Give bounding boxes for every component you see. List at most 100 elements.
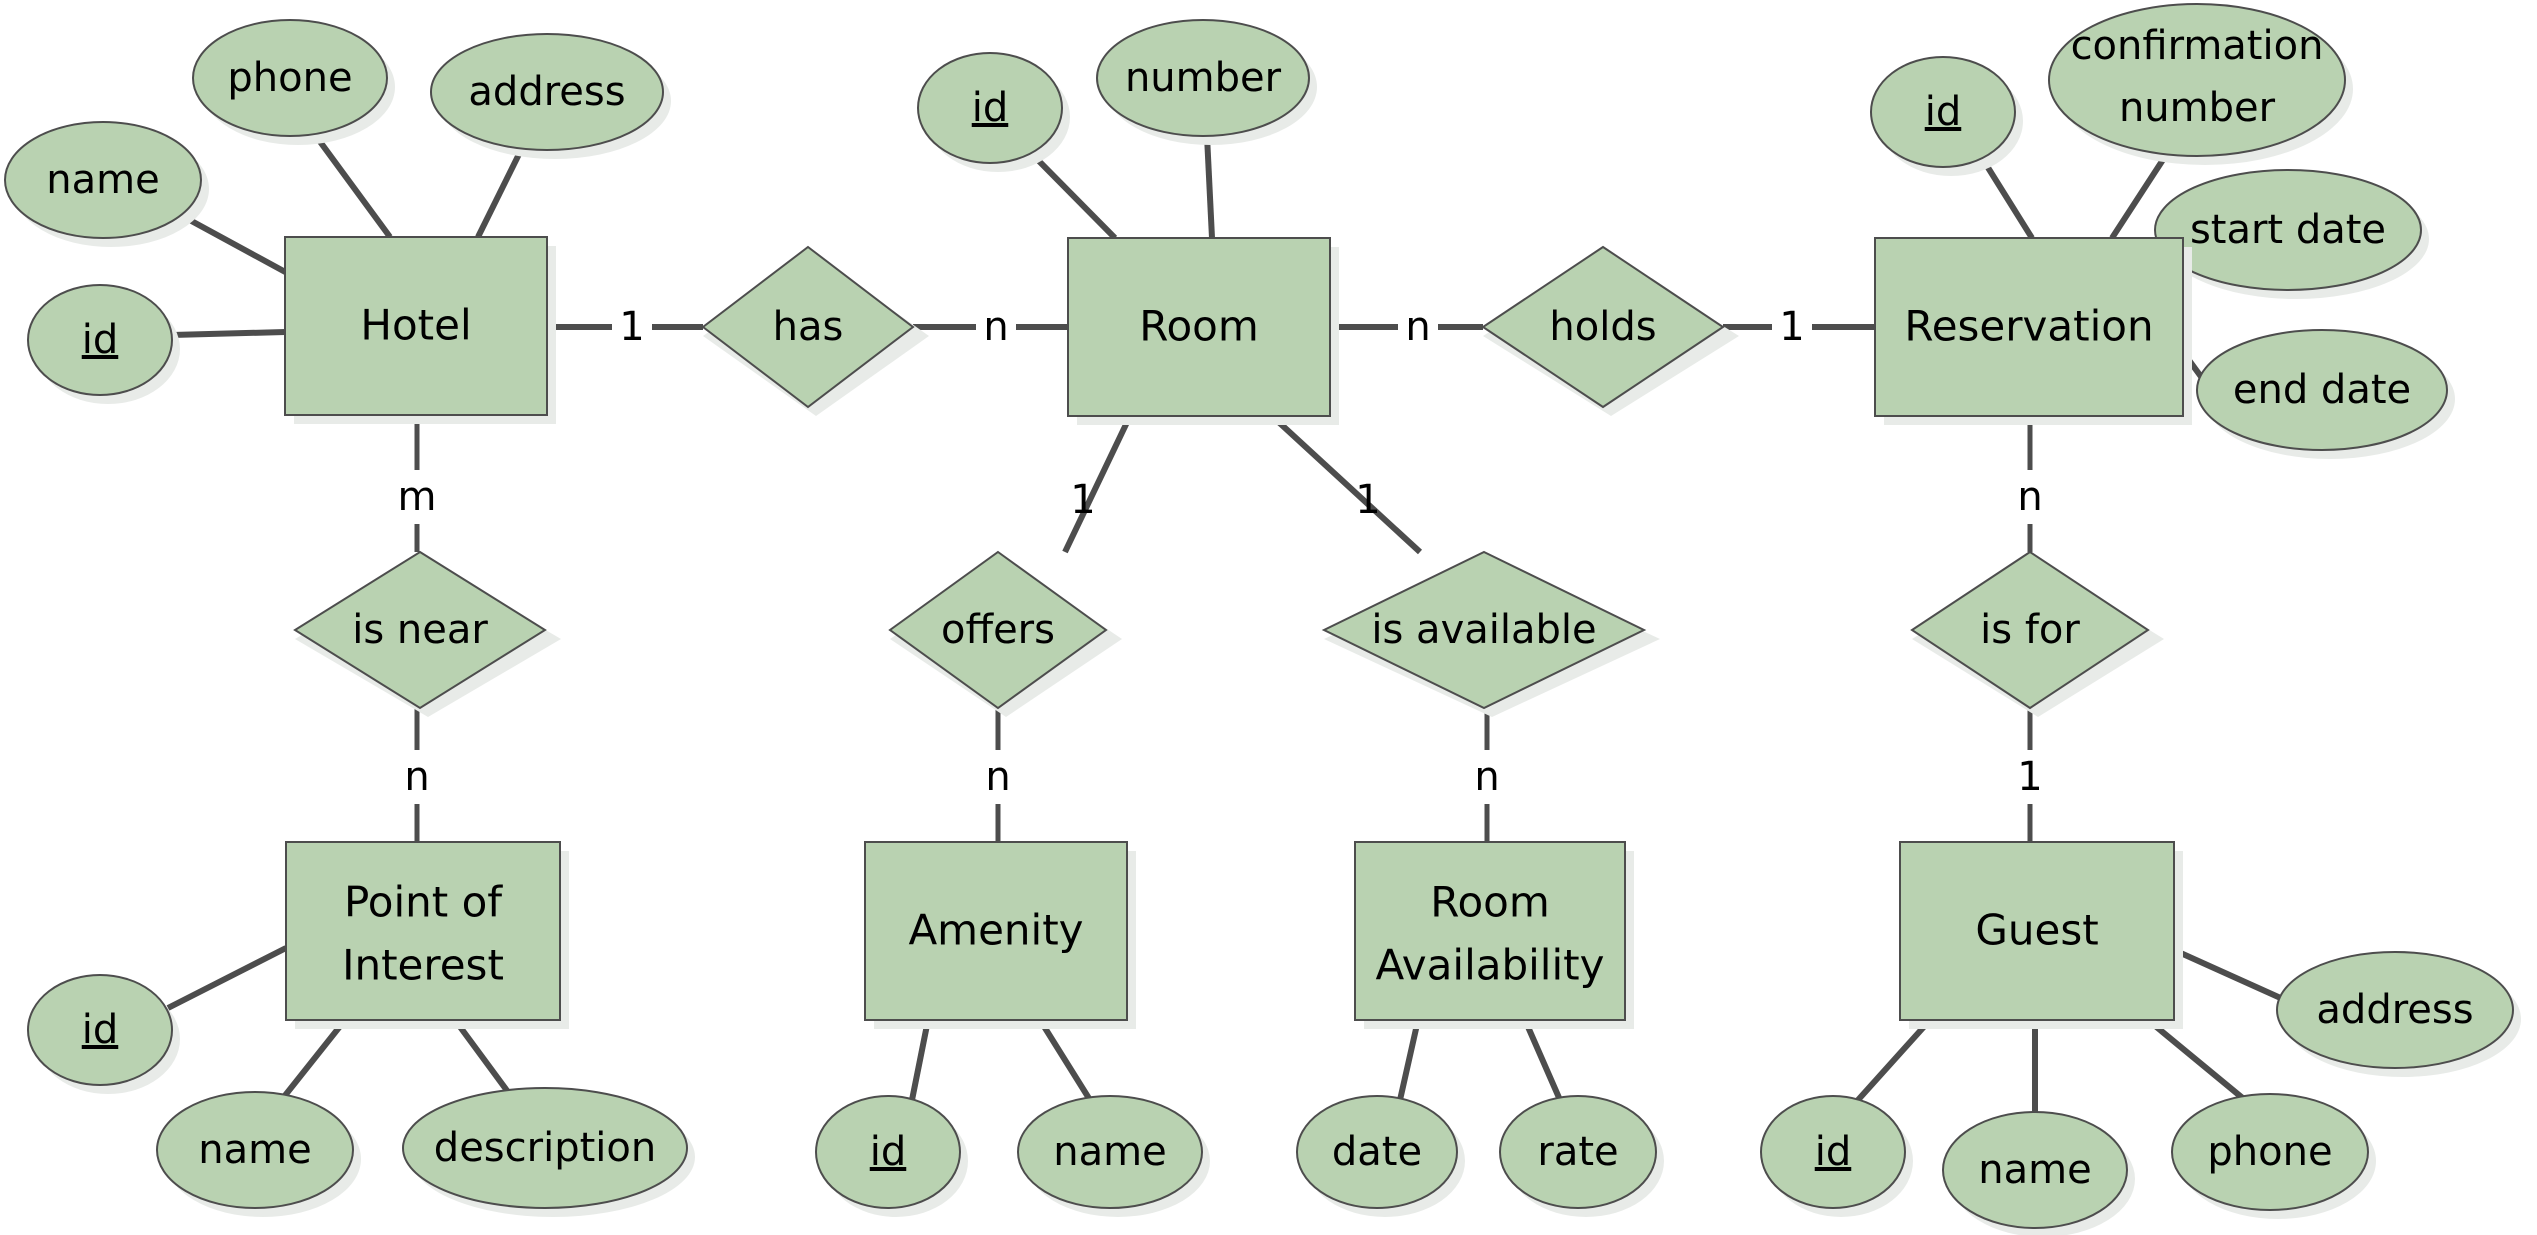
entity-label: Reservation (1904, 302, 2153, 351)
edge-room-id (1027, 149, 1118, 241)
relationship-diamond (1910, 550, 2150, 710)
attribute-label: name (198, 1127, 311, 1173)
cardinality-isfor-guest: 1 (2017, 754, 2042, 800)
attribute-label: id (870, 1129, 907, 1175)
attribute-ellipse (27, 974, 173, 1086)
attribute-reservation-end-date[interactable]: end date (2196, 329, 2455, 459)
attribute-ellipse (1296, 1095, 1458, 1209)
edge-guest-id (1855, 1017, 1933, 1103)
attribute-label: id (82, 317, 119, 363)
cardinality-backdrop (975, 750, 1021, 804)
entity-label-line1: Point of (344, 878, 503, 927)
cardinality-reservation-isfor: n (2017, 474, 2042, 520)
attribute-ellipse (2196, 329, 2448, 451)
attribute-hotel-phone[interactable]: phone (192, 19, 395, 145)
relationship-is-for[interactable]: is for (1910, 550, 2164, 717)
entity-room[interactable]: Room (1067, 237, 1339, 425)
attribute-hotel-id[interactable]: id (27, 284, 180, 404)
cardinality-room-offers: 1 (1070, 477, 1095, 523)
attribute-hotel-name[interactable]: name (4, 121, 209, 247)
attribute-ellipse (2171, 1093, 2369, 1211)
cardinality-backdrop (390, 470, 444, 524)
cardinality-backdrop (1398, 300, 1438, 354)
attribute-label-line1: confirmation (2071, 23, 2324, 69)
attribute-label-line2: number (2119, 85, 2276, 131)
attribute-label: rate (1537, 1129, 1618, 1175)
attribute-ellipse (1499, 1095, 1657, 1209)
attribute-label: start date (2190, 207, 2386, 253)
attribute-label: description (434, 1125, 656, 1171)
entity-label: Amenity (908, 906, 1083, 955)
cardinality-has-room: n (983, 304, 1008, 350)
attribute-hotel-address[interactable]: address (430, 33, 671, 159)
relationship-holds[interactable]: holds (1481, 245, 1739, 416)
attribute-label: id (1815, 1129, 1852, 1175)
cardinality-backdrop (394, 750, 440, 804)
attribute-label: phone (227, 55, 352, 101)
attribute-poi-id[interactable]: id (27, 974, 180, 1094)
attribute-ellipse (815, 1095, 961, 1209)
entity-rect (1899, 841, 2175, 1021)
cardinality-backdrop (1772, 300, 1812, 354)
attribute-amenity-name[interactable]: name (1017, 1095, 1210, 1217)
cardinality-offers-amenity: n (985, 754, 1010, 800)
relationship-offers[interactable]: offers (888, 550, 1122, 717)
relationship-diamond (888, 550, 1108, 710)
attribute-room-availability-date[interactable]: date (1296, 1095, 1465, 1217)
cardinality-backdrop (1464, 750, 1510, 804)
attribute-label: phone (2207, 1129, 2332, 1175)
attribute-ellipse (430, 33, 664, 151)
attribute-room-number[interactable]: number (1096, 19, 1317, 145)
cardinality-hotel-has: 1 (619, 304, 644, 350)
cardinality-layer: 1 n n 1 m n 1 n 1 n n 1 (390, 300, 2053, 804)
relationship-is-near[interactable]: is near (293, 550, 561, 717)
edge-hotel-id (171, 329, 286, 338)
attribute-room-availability-rate[interactable]: rate (1499, 1095, 1664, 1217)
attribute-label: date (1332, 1129, 1422, 1175)
attribute-label: id (972, 85, 1009, 131)
attribute-amenity-id[interactable]: id (815, 1095, 968, 1217)
attribute-layer: name phone address id id number (4, 3, 2521, 1235)
attribute-poi-name[interactable]: name (156, 1091, 361, 1217)
entity-reservation[interactable]: Reservation (1874, 237, 2192, 425)
attribute-ellipse (192, 19, 388, 137)
entity-hotel[interactable]: Hotel (284, 236, 556, 424)
entity-label: Guest (1975, 906, 2098, 955)
relationship-is-available[interactable]: is available (1321, 550, 1660, 717)
relationship-label: is available (1371, 607, 1596, 653)
entity-label-line2: Availability (1376, 941, 1605, 990)
relationship-diamond (1481, 245, 1725, 409)
attribute-guest-phone[interactable]: phone (2171, 1093, 2376, 1219)
entity-point-of-interest[interactable]: Point of Interest (285, 841, 569, 1029)
attribute-label: id (1925, 89, 1962, 135)
attribute-guest-id[interactable]: id (1760, 1095, 1913, 1217)
attribute-label: name (46, 157, 159, 203)
cardinality-backdrop (2010, 750, 2050, 804)
attribute-label: name (1978, 1147, 2091, 1193)
entity-room-availability[interactable]: Room Availability (1354, 841, 1634, 1029)
attribute-label: name (1053, 1129, 1166, 1175)
relationship-label: offers (941, 607, 1055, 653)
attribute-reservation-confirmation-number[interactable]: confirmation number (2048, 3, 2353, 165)
edge-guest-address (2172, 947, 2287, 1003)
relationship-diamond (293, 550, 547, 710)
cardinality-isavailable-ra: n (1474, 754, 1499, 800)
attribute-reservation-id[interactable]: id (1870, 56, 2023, 176)
entity-guest[interactable]: Guest (1899, 841, 2183, 1029)
attribute-ellipse (1017, 1095, 1203, 1209)
edge-room-number (1204, 135, 1215, 239)
attribute-label: id (82, 1007, 119, 1053)
edge-hotel-address (475, 140, 528, 239)
entity-label-line1: Room (1430, 878, 1550, 927)
attribute-ellipse (2154, 169, 2422, 291)
attribute-reservation-start-date[interactable]: start date (2154, 169, 2429, 299)
attribute-guest-address[interactable]: address (2276, 951, 2521, 1077)
attribute-poi-description[interactable]: description (402, 1087, 695, 1217)
attribute-room-id[interactable]: id (917, 52, 1070, 172)
entity-amenity[interactable]: Amenity (864, 841, 1136, 1029)
cardinality-backdrop (2007, 470, 2053, 524)
attribute-ellipse (2048, 3, 2346, 157)
relationship-has[interactable]: has (701, 245, 929, 416)
attribute-guest-name[interactable]: name (1942, 1111, 2135, 1235)
